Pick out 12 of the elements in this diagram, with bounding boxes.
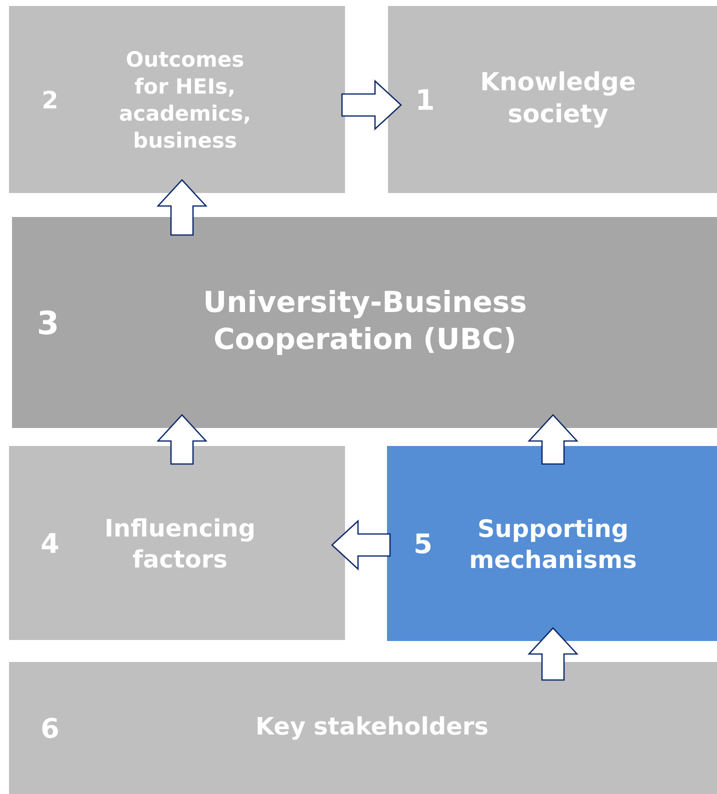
numbered-box: 4 Influencing factors — [9, 446, 345, 640]
block-arrow — [331, 520, 391, 570]
numbered-box: 6 Key stakeholders — [9, 662, 717, 794]
block-arrow — [156, 414, 208, 465]
block-arrow — [156, 179, 208, 236]
block-arrow — [528, 414, 578, 465]
numbered-box: 5 Supporting mechanisms — [387, 446, 717, 641]
numbered-box: 3 University-Business Cooperation (UBC) — [12, 217, 717, 428]
block-arrow — [341, 80, 402, 130]
numbered-box: 2 Outcomes for HEIs, academics, business — [9, 6, 345, 193]
block-arrow — [528, 627, 578, 681]
numbered-box: 1 Knowledge society — [388, 6, 717, 193]
